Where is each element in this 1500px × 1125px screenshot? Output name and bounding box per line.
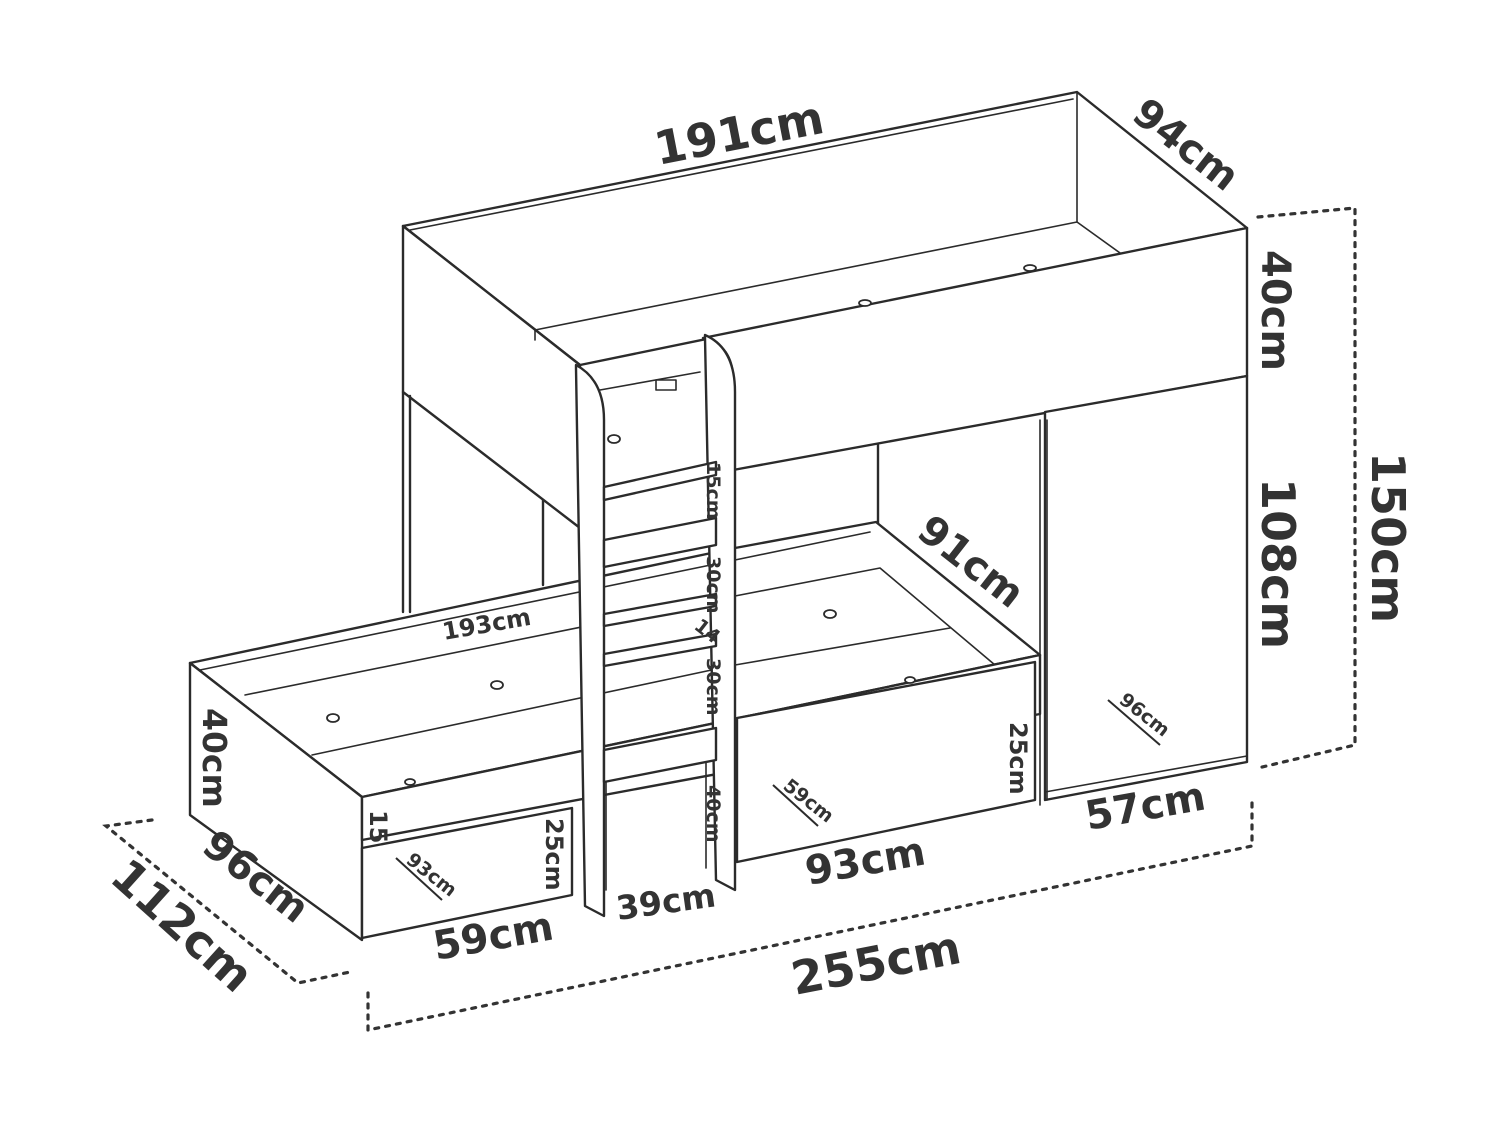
bed-posts (401, 390, 880, 614)
label-lower-side-height: 40cm (195, 708, 234, 808)
overall-dimension-lines (102, 206, 1357, 1032)
lower-bunk (188, 520, 1042, 942)
label-guard-height: 40cm (1252, 250, 1298, 371)
ladder (574, 333, 737, 918)
dowel-holes (326, 264, 1037, 786)
label-drawer-left-height: 25cm (540, 818, 568, 891)
label-ladder-bottom: 40cm (702, 785, 724, 843)
label-ladder-step-top: 15cm (702, 462, 724, 520)
depth-arrows (395, 699, 1161, 901)
label-upper-clearance: 108cm (1251, 478, 1305, 649)
label-ladder-step-low: 30cm (702, 658, 724, 716)
label-ladder-step-mid: 30cm (702, 556, 724, 614)
label-drawer-right-height: 25cm (1004, 722, 1032, 795)
label-drawer-left-gap: 15 (364, 810, 392, 843)
wardrobe (1039, 374, 1249, 806)
label-overall-length: 255cm (787, 920, 965, 1006)
label-total-height: 150cm (1361, 452, 1415, 623)
label-ladder-width: 39cm (614, 875, 718, 928)
